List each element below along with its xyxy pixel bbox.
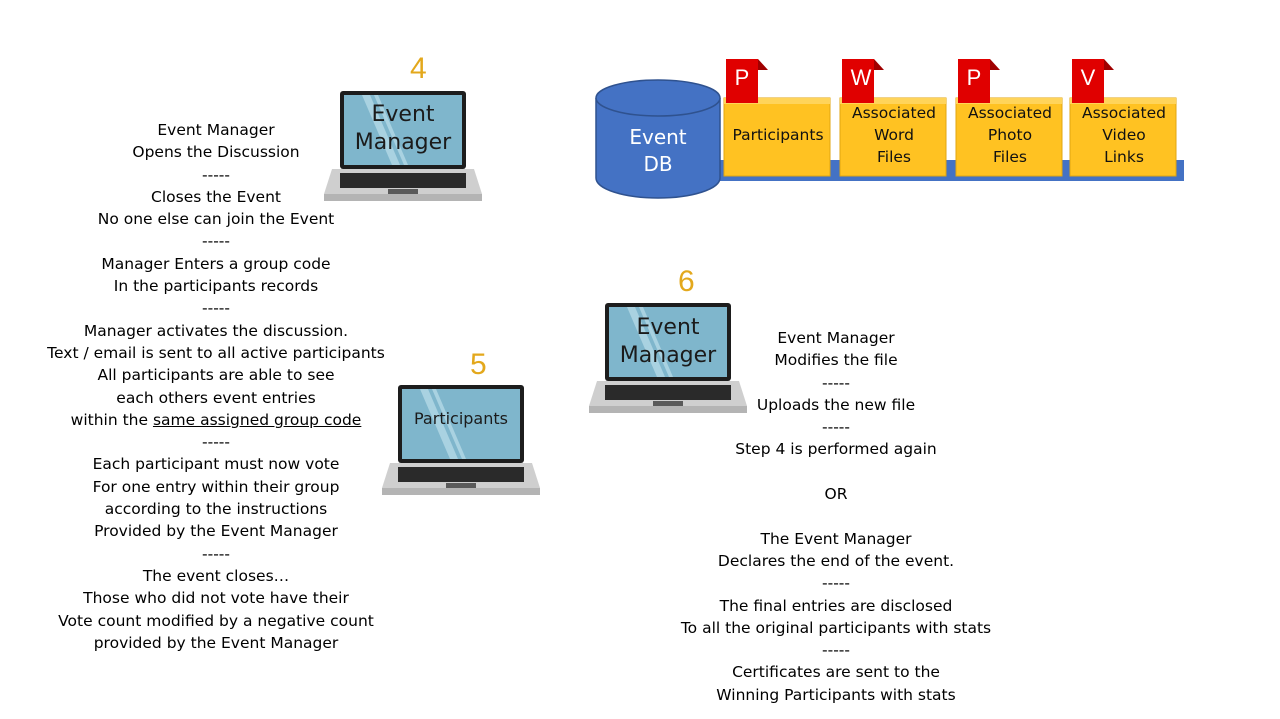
laptop-icon xyxy=(589,303,747,413)
laptop5-label: Participants xyxy=(414,409,508,428)
shelf-bar xyxy=(714,160,1184,181)
laptop-event-manager-step4: Event Manager xyxy=(322,90,484,206)
folder-label-line: Photo xyxy=(987,126,1033,144)
laptop-icon xyxy=(382,385,540,495)
folder-label-line: Associated xyxy=(967,104,1053,122)
laptop4-label-line2: Manager xyxy=(354,130,452,155)
folder-label-line: Associated xyxy=(1081,104,1167,122)
left-text-underlined: same assigned group code xyxy=(152,410,362,429)
folder-icon xyxy=(1069,59,1177,177)
doc-letter-badge: P xyxy=(966,65,982,90)
laptop6-label-line1: Event xyxy=(636,315,700,340)
doc-letter-badge: V xyxy=(1080,65,1096,90)
right-instructions-text: Event Manager Modifies the file ----- Up… xyxy=(680,329,992,704)
folder-label-line: Participants xyxy=(732,126,824,144)
left-text-part2: ----- Each participant must now vote For… xyxy=(58,433,374,652)
left-instructions-text: Event Manager Opens the Discussion -----… xyxy=(40,119,392,654)
folder-label-line: Associated xyxy=(851,104,937,122)
folder-label-line: Links xyxy=(1104,148,1144,166)
laptop-icon xyxy=(324,91,482,201)
folder-associated-video-links: V Associated Video Links xyxy=(1068,58,1180,178)
folder-icon xyxy=(839,59,947,177)
step-number-5: 5 xyxy=(470,348,487,381)
database-label-line2: DB xyxy=(643,152,673,176)
database-cylinder-icon xyxy=(595,79,721,199)
doc-letter-badge: P xyxy=(734,65,750,90)
folder-label-line: Video xyxy=(1102,126,1146,144)
folder-label-line: Word xyxy=(874,126,914,144)
step-number-4: 4 xyxy=(410,52,427,85)
step-number-6: 6 xyxy=(678,265,695,298)
left-text-part1: Event Manager Opens the Discussion -----… xyxy=(47,121,385,429)
laptop4-label-line1: Event xyxy=(371,102,435,127)
laptop-event-manager-step6: Event Manager xyxy=(587,302,749,418)
doc-letter-badge: W xyxy=(850,65,872,90)
database-group: Event DB xyxy=(594,58,1186,200)
folder-label-line: Files xyxy=(876,148,911,166)
laptop6-label-line2: Manager xyxy=(619,343,717,368)
folder-label-line: Files xyxy=(992,148,1027,166)
laptop-participants-step5: Participants xyxy=(380,384,542,500)
folder-participants: P Participants xyxy=(722,58,834,178)
database-label-line1: Event xyxy=(629,125,687,149)
folder-associated-word-files: W Associated Word Files xyxy=(838,58,950,178)
folder-icon xyxy=(723,59,831,177)
folder-associated-photo-files: P Associated Photo Files xyxy=(954,58,1066,178)
folder-icon xyxy=(955,59,1063,177)
